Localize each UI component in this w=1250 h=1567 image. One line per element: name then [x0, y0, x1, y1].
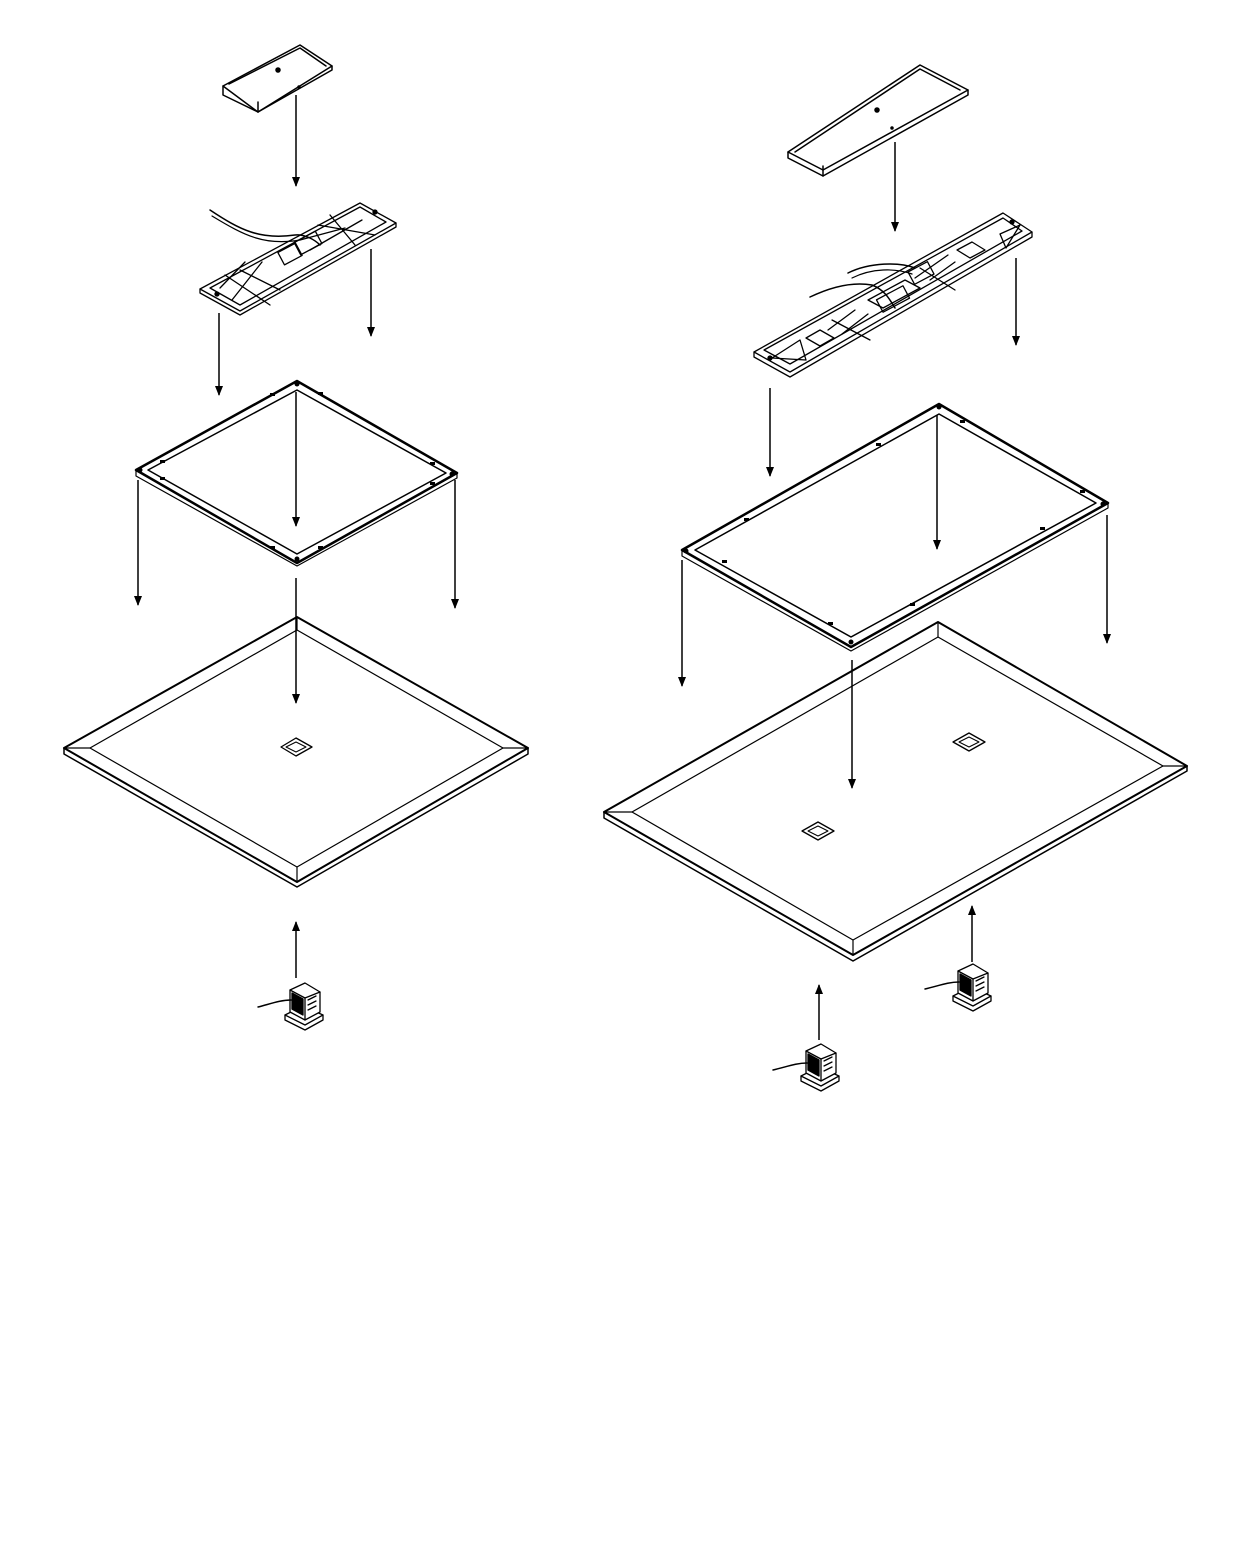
rectangular-transformer-right	[924, 963, 992, 1012]
rectangular-diffuser-panel	[603, 621, 1188, 962]
square-driver-tray	[199, 202, 397, 316]
square-assembly-arrows	[134, 95, 459, 978]
rectangular-transformer-left	[772, 1043, 840, 1092]
square-mounting-frame	[134, 379, 459, 567]
rectangular-end-cap	[787, 64, 969, 177]
rectangular-mounting-frame	[680, 402, 1110, 652]
square-diffuser-panel	[63, 616, 529, 888]
square-end-cap	[222, 44, 333, 113]
rectangular-driver-tray	[753, 212, 1033, 378]
rectangular-assembly-arrows	[678, 142, 1111, 1040]
square-transformer	[257, 982, 324, 1031]
rectangular-unit-assembly	[603, 64, 1188, 1092]
square-unit-assembly	[63, 44, 529, 1031]
